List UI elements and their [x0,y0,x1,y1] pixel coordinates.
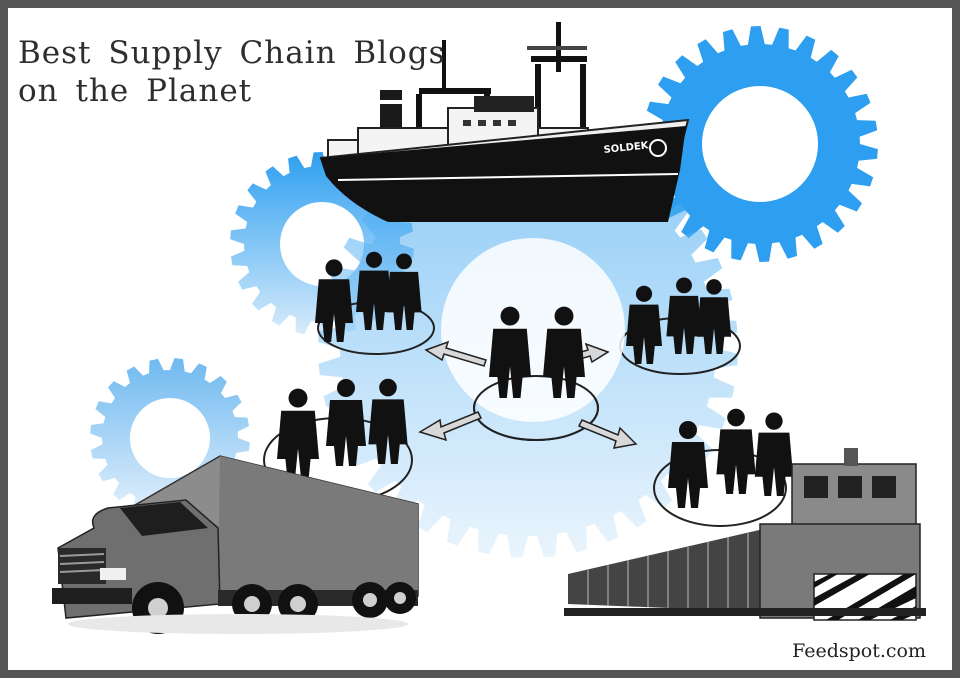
person-silhouette-11 [696,279,732,354]
title-line-1: Best Supply Chain Blogs [18,35,446,71]
supply-chain-illustration: SOLDEK [52,22,926,634]
person-silhouette-1 [315,259,353,342]
person-silhouette-9 [626,285,662,364]
person-silhouette-2 [356,251,392,330]
freight-train [564,448,926,621]
person-silhouette-7 [489,306,531,398]
page-title: Best Supply Chain Blogs on the Planet [18,34,446,110]
title-line-2: on the Planet [18,73,253,109]
person-silhouette-12 [668,421,708,508]
ship-name-label: SOLDEK [603,140,650,156]
person-silhouette-3 [386,253,422,330]
people-silhouettes [277,251,794,508]
person-silhouette-13 [716,408,756,494]
person-silhouette-6 [368,378,408,464]
cargo-ship: SOLDEK [319,22,690,222]
person-silhouette-5 [326,379,366,466]
person-silhouette-8 [543,306,585,398]
gear-icon-top-right [642,26,878,262]
delivery-truck [52,455,419,634]
feedspot-brand[interactable]: Feedspot.com [792,640,926,662]
arrows [418,340,638,449]
person-silhouette-14 [754,412,794,496]
person-silhouette-10 [666,277,702,354]
center-circle [441,238,625,422]
person-silhouette-4 [277,388,319,480]
